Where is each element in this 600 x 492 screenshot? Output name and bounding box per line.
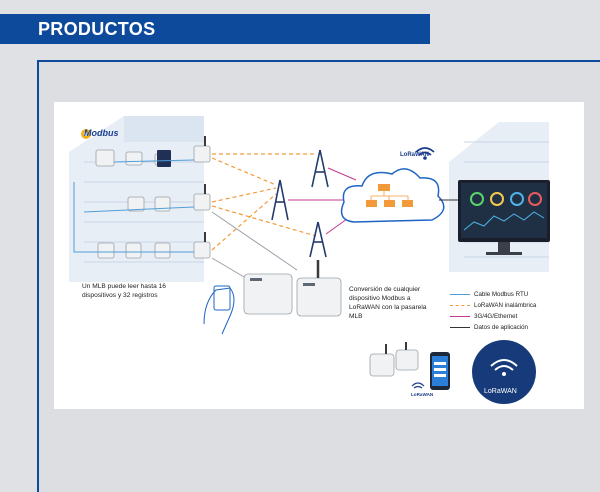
antenna-tower-icon — [271, 179, 289, 221]
lorawan-wifi-icon — [415, 147, 435, 160]
nfc-hand-icon — [203, 285, 235, 335]
sensor-device — [125, 151, 143, 166]
antenna-tower-icon — [309, 221, 327, 258]
diagram-legend: Cable Modbus RTU LoRaWAN inalámbrica 3G/… — [450, 289, 536, 333]
page-title: PRODUCTOS — [38, 19, 156, 39]
modbus-rtu-cables — [73, 159, 195, 253]
sensor-device — [125, 242, 142, 259]
lorawan-network-label: LoRaWAN — [400, 152, 429, 158]
small-gateway-icon — [369, 344, 395, 377]
lorawan-badge — [472, 340, 536, 404]
sensor-device — [97, 242, 115, 259]
legend-item-lorawan: LoRaWAN inalámbrica — [450, 300, 536, 311]
legend-swatch — [450, 327, 470, 328]
legend-label: LoRaWAN inalámbrica — [474, 302, 537, 309]
lorawan-links — [211, 153, 317, 251]
converter-links — [211, 211, 298, 278]
modbus-brand-label: Modbus — [84, 128, 119, 138]
sensor-device — [154, 242, 171, 259]
legend-swatch — [450, 316, 470, 317]
legend-item-modbus-rtu: Cable Modbus RTU — [450, 289, 536, 300]
mlb-converter-device-icon — [296, 260, 342, 317]
sensor-device — [127, 196, 145, 212]
badge-lorawan-label: LoRaWAN — [484, 388, 517, 395]
antenna-tower-icon — [311, 149, 329, 188]
conversion-caption: Conversión de cualquier dispositivo Modb… — [349, 286, 427, 320]
gateway-capacity-caption: Un MLB puede leer hasta 16 dispositivos … — [82, 283, 166, 299]
mlb-converter-device-icon — [243, 273, 293, 315]
network-diagram — [69, 116, 550, 404]
legend-label: 3G/4G/Ethernet — [474, 313, 518, 320]
smartphone-app-icon — [430, 352, 450, 390]
sensor-device — [95, 149, 115, 167]
sensor-device — [154, 196, 171, 212]
header-bar — [0, 14, 430, 44]
phone-lorawan-label: LoRaWAN — [411, 392, 434, 397]
lorawan-small-wifi-icon — [411, 382, 425, 389]
small-gateway-icon — [395, 342, 419, 371]
dashboard-monitor-icon — [458, 180, 550, 255]
legend-label: Cable Modbus RTU — [474, 291, 529, 298]
modbus-logo-icon — [81, 129, 91, 139]
legend-swatch — [450, 305, 470, 306]
mlb-gateway-icon — [193, 184, 211, 211]
mlb-gateway-icon — [193, 232, 211, 259]
mlb-gateway-icon — [193, 136, 211, 163]
legend-item-cellular: 3G/4G/Ethernet — [450, 311, 536, 322]
legend-item-application-data: Datos de aplicación — [450, 322, 536, 333]
legend-label: Datos de aplicación — [474, 324, 529, 331]
display-device — [157, 150, 171, 167]
legend-swatch — [450, 294, 470, 295]
diagram-panel: Modbus LoRaWAN Un MLB puede leer hasta 1… — [54, 102, 584, 409]
cloud-server-icon — [340, 168, 445, 223]
